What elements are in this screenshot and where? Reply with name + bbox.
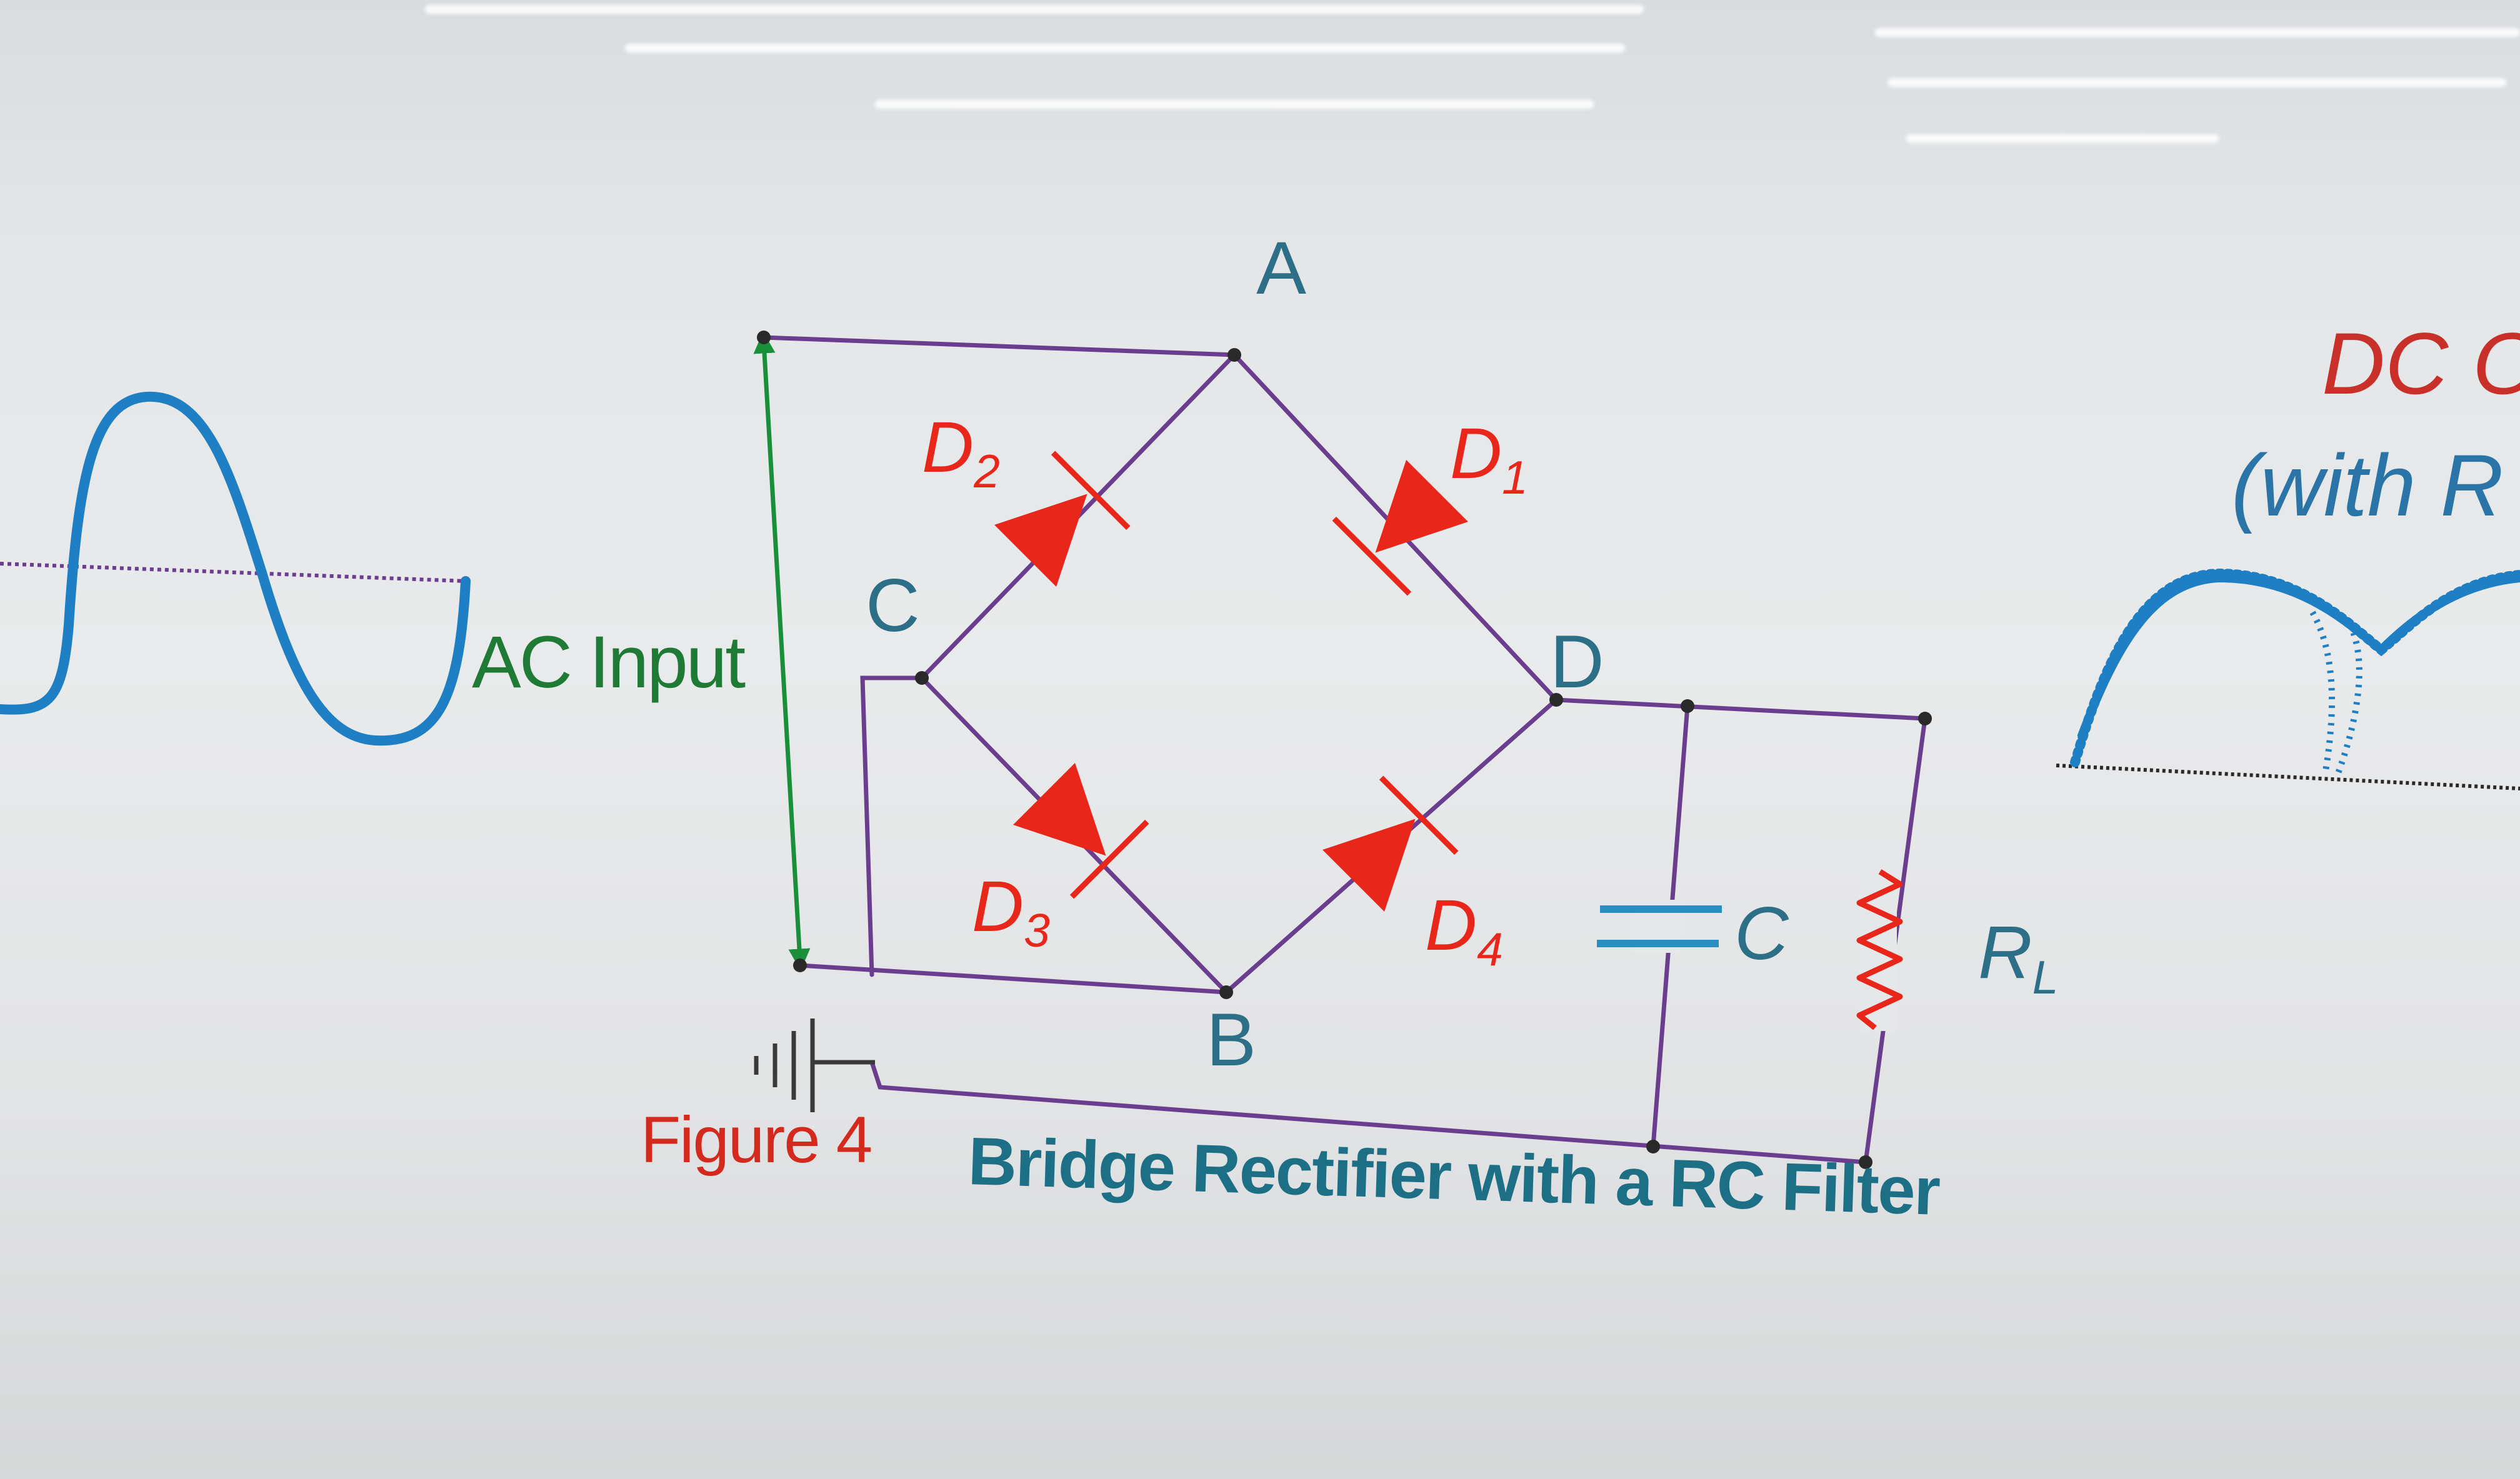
node-label-d: D [1550, 620, 1604, 704]
ceiling-glare-1 [425, 5, 1644, 14]
dc-ripple-dotted [2309, 610, 2362, 776]
caption-title: Bridge Rectifier with a RC Filter [967, 1123, 1941, 1229]
ceiling-glare-4 [1875, 28, 2520, 37]
capacitor-symbol [1597, 900, 1722, 953]
diode-d3-symbol [1013, 763, 1149, 899]
resistor-symbol [1856, 869, 1903, 1031]
ac-input-label: AC Input [472, 621, 745, 704]
ceiling-glare-3 [875, 100, 1594, 109]
dc-filtered-waveform [2077, 573, 2520, 739]
load-resistor-label: RL [1978, 910, 2058, 1003]
ground-icon [754, 1018, 875, 1112]
ac-sine-waveform [0, 391, 471, 746]
right-panel-subtitle: (with R [2231, 436, 2504, 534]
diode-label-d4: D4 [1425, 885, 1503, 975]
node-label-a: A [1256, 226, 1306, 310]
ceiling-glare-6 [1906, 134, 2219, 143]
node-label-b: B [1206, 998, 1256, 1082]
diode-label-d2: D2 [922, 407, 1000, 497]
diode-label-d3: D3 [972, 867, 1050, 957]
dc-rectified-waveform [2070, 568, 2520, 767]
capacitor-label: C [1734, 892, 1789, 975]
ceiling-glare-2 [625, 44, 1625, 52]
caption-figure-number: Figure 4 [641, 1103, 871, 1177]
right-panel-title: DC O [2322, 314, 2520, 412]
ac-input-arrow [753, 331, 811, 971]
junction-dots [757, 331, 1932, 1169]
node-label-c: C [866, 564, 920, 647]
diode-label-d1: D1 [1450, 414, 1528, 504]
ceiling-glare-5 [1888, 78, 2506, 87]
diode-d2-symbol [994, 451, 1131, 587]
dc-output-axis [2056, 764, 2520, 790]
